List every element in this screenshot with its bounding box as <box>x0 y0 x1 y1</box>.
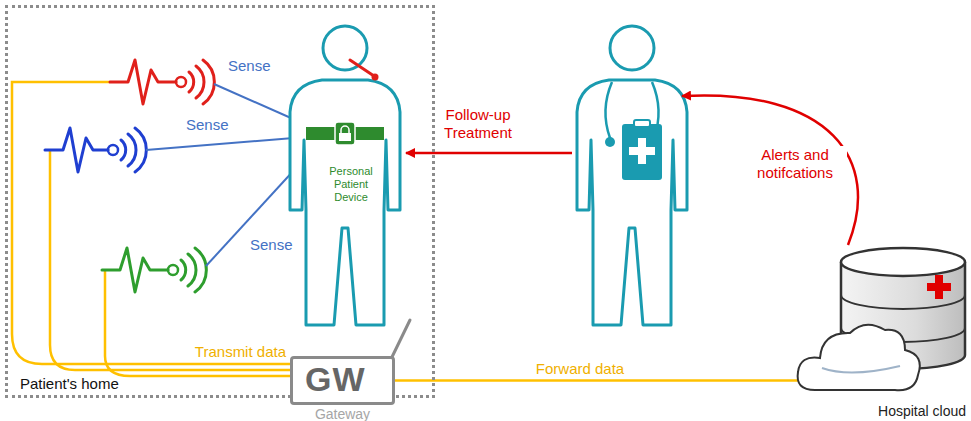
transmit-label: Transmit data <box>193 343 288 361</box>
drawing-g <box>102 248 206 292</box>
drawing-path <box>682 95 858 245</box>
drawing-g <box>45 60 214 292</box>
drawing-path <box>196 66 204 98</box>
drawing-rect <box>927 283 951 291</box>
drawing-circle <box>108 145 118 155</box>
drawing-g <box>110 60 214 104</box>
drawing-rect <box>622 124 662 180</box>
drawing-path <box>822 366 900 373</box>
drawing-line <box>392 320 410 357</box>
drawing-circle <box>323 26 367 70</box>
drawing-path <box>189 72 194 92</box>
drawing-rect <box>339 133 351 141</box>
drawing-path <box>50 150 290 370</box>
drawing-line <box>406 152 572 155</box>
hospital-cloud: Hospital cloud <box>815 238 968 419</box>
drawing-path <box>12 82 290 364</box>
node-text: Hospital cloud <box>878 403 966 419</box>
drawing-circle <box>605 137 615 147</box>
drawing-g <box>45 128 146 172</box>
drawing-polyline <box>45 128 108 172</box>
drawing-path <box>188 254 196 286</box>
drawing-polyline <box>102 248 168 292</box>
drawing-path <box>798 325 920 391</box>
node-text: Personal Patient Device <box>318 165 384 204</box>
sense-label: Sense <box>250 236 293 254</box>
sense-label: Sense <box>228 57 271 75</box>
drawing-path <box>135 128 146 172</box>
data-link <box>395 379 815 382</box>
drawing-circle <box>168 265 178 275</box>
drawing-path <box>341 126 349 133</box>
drawing-path <box>128 134 136 166</box>
drawing-circle <box>372 74 379 81</box>
drawing-rect <box>629 147 655 155</box>
node-text: Gateway <box>315 406 370 421</box>
drawing-g <box>406 95 858 245</box>
treatment-label: Follow-up Treatment <box>428 106 528 142</box>
alerts-label: Alerts and notifcations <box>743 146 847 182</box>
drawing-use <box>290 80 400 325</box>
drawing-path <box>181 260 186 280</box>
drawing-circle <box>610 26 654 70</box>
device-label-area: Personal Patient Device <box>306 164 384 207</box>
drawing-path <box>195 248 206 292</box>
drawing-g <box>290 26 400 325</box>
drawing-g <box>12 82 290 376</box>
drawing-g <box>577 26 687 325</box>
drawing-circle <box>176 77 186 87</box>
drawing-rect <box>335 122 355 145</box>
node-text: Patient's home <box>20 375 119 392</box>
drawing-polyline <box>110 60 176 104</box>
drawing-line <box>350 60 374 76</box>
drawing-use <box>577 80 687 325</box>
drawing-path <box>203 60 214 104</box>
drawing-rect <box>634 120 650 127</box>
gateway-box: GWGateway <box>290 356 395 405</box>
drawing-ellipse <box>841 248 965 276</box>
home-region: Patient's homePersonal Patient DeviceGWG… <box>5 5 435 398</box>
node-text: GW <box>305 360 366 399</box>
drawing-path <box>121 140 126 160</box>
sense-label: Sense <box>186 116 229 134</box>
edge-label: Forward data <box>536 360 624 378</box>
